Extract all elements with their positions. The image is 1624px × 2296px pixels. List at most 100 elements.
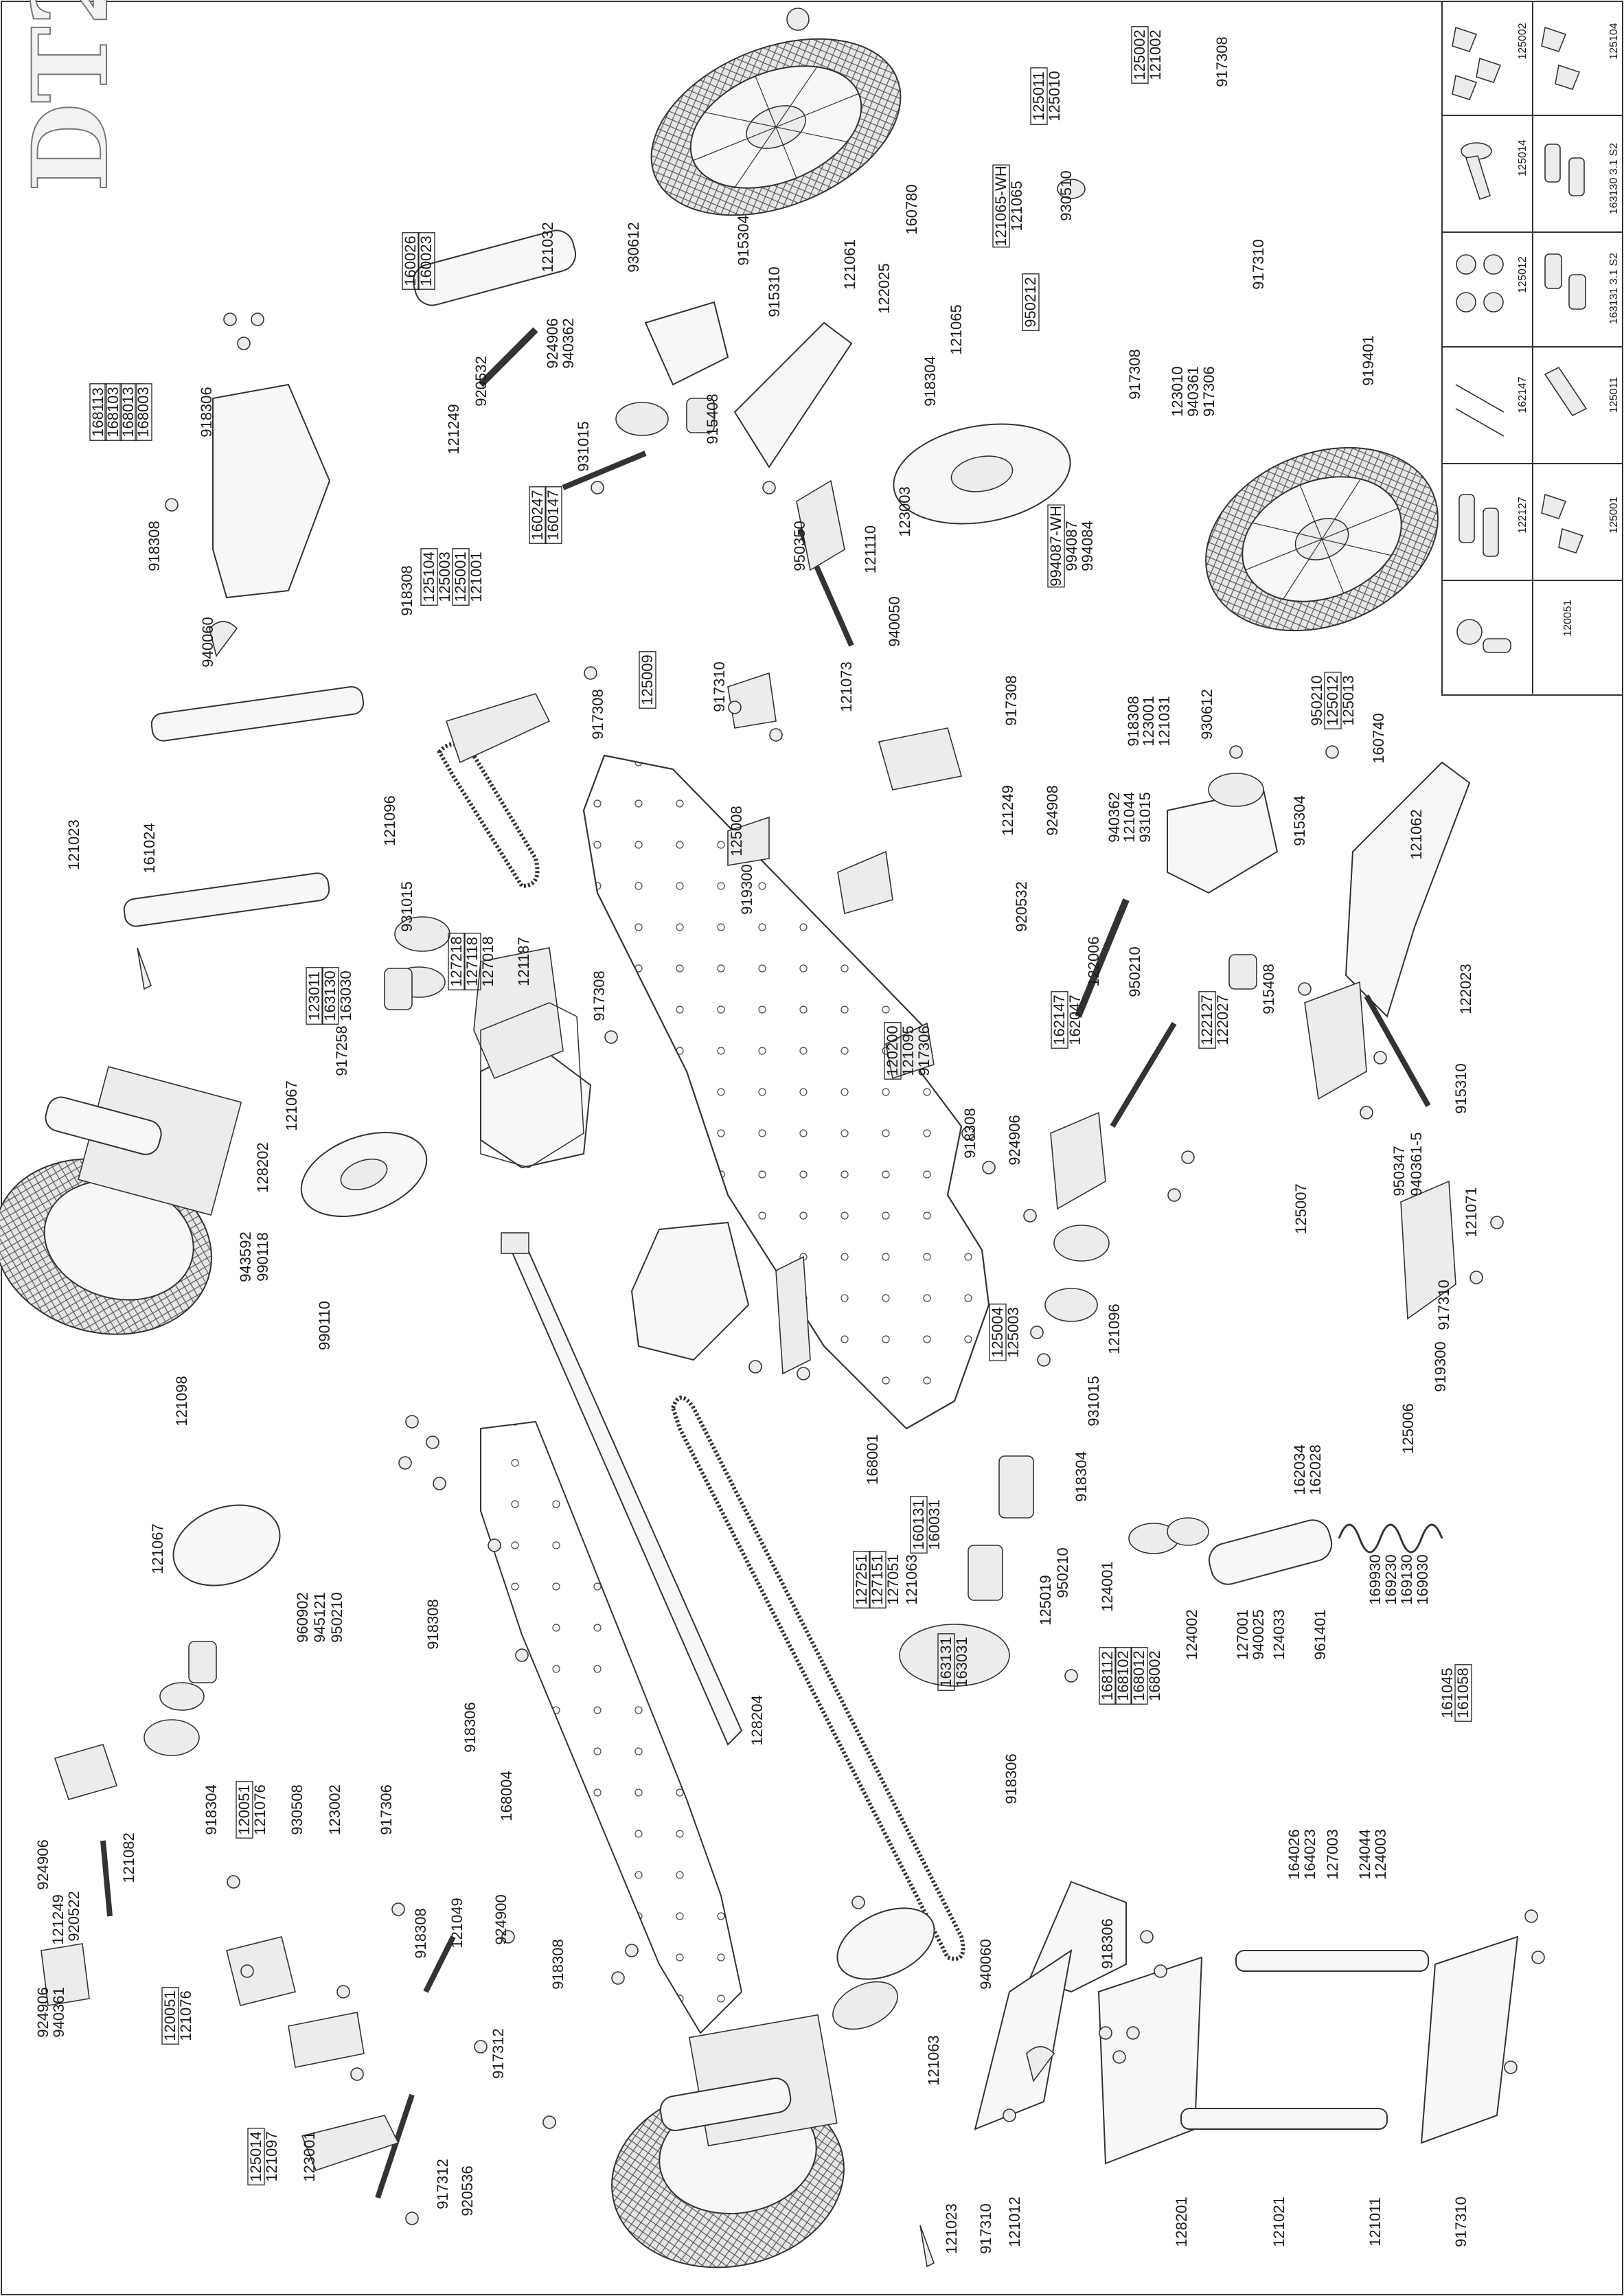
part-number-label: 168004	[498, 1771, 515, 1821]
part-number-label: 125003	[1005, 1307, 1022, 1357]
part-label-box	[402, 232, 420, 290]
part-number-label: 931015	[1136, 792, 1154, 842]
part-label-group: 127151	[869, 1551, 887, 1609]
part-label-box	[869, 1551, 887, 1609]
part-label-group: 169930	[1366, 1554, 1384, 1604]
part-number-label: 915310	[766, 266, 783, 317]
inset-label: 125012	[1517, 256, 1529, 293]
part-label-box	[236, 1781, 253, 1839]
part-label-group: 918306	[461, 1702, 479, 1752]
part-label-group: 122025	[876, 263, 893, 313]
part-label-group: 168113	[89, 383, 107, 441]
part-number-label: 924906	[34, 1839, 52, 1889]
part-label-group: 918306	[1003, 1753, 1020, 1804]
part-number-label: 121097	[263, 2131, 280, 2181]
part-label-group: 924900	[492, 1894, 510, 1944]
part-label-group: 918308	[961, 1108, 979, 1158]
part-label-group: 950350	[791, 521, 808, 571]
part-label-group: 125008	[728, 806, 745, 856]
part-number-label: 125002	[1131, 30, 1148, 80]
part-label-group: 930508	[288, 1784, 306, 1834]
part-number-label: 121023	[65, 819, 82, 869]
part-label-group: 160147	[545, 486, 562, 544]
part-label-group: 169130	[1398, 1554, 1415, 1604]
part-label-group: 125007	[1292, 1183, 1310, 1234]
part-label-group: 920522	[65, 1891, 82, 1941]
part-label-box	[119, 383, 137, 441]
part-number-label: 123001	[1140, 696, 1157, 746]
drive-belt-long	[670, 1396, 965, 1961]
part-label-group: 121249	[999, 785, 1016, 835]
part-number-label: 940361	[1185, 366, 1202, 416]
part-label-box	[545, 486, 562, 544]
part-number-label: 127118	[464, 937, 481, 986]
part-label-group: 169030	[1414, 1554, 1431, 1604]
part-number-label: 950210	[1054, 1547, 1071, 1598]
part-number-label: 917258	[333, 1025, 350, 1076]
part-label-group: 121096	[381, 795, 398, 845]
part-label-group: 128201	[1173, 2196, 1190, 2247]
part-number-label: 121067	[149, 1523, 166, 1573]
part-label-box	[1130, 1647, 1148, 1705]
part-label-box	[1324, 672, 1342, 729]
part-label-group: 125001	[452, 548, 470, 606]
part-label-group: 121065	[948, 304, 965, 354]
part-number-label: 160147	[545, 490, 562, 540]
part-label-group: 917308	[1126, 349, 1143, 399]
inset-label: 125011	[1608, 377, 1620, 413]
part-label-group: 123001	[301, 2131, 318, 2181]
part-number-label: 168113	[89, 387, 106, 437]
part-number-label: 121011	[1366, 2197, 1384, 2247]
part-label-group: 930612	[1198, 689, 1215, 739]
part-number-label: 990110	[316, 1301, 333, 1350]
part-number-label: 123002	[326, 1784, 343, 1834]
part-number-label: 940362	[560, 318, 577, 368]
part-number-label: 121071	[1463, 1187, 1480, 1237]
part-number-label: 164023	[1301, 1829, 1318, 1879]
part-label-group: 161058	[1454, 1664, 1472, 1722]
part-label-group: 120200	[884, 1022, 902, 1080]
part-number-label: 124044	[1356, 1829, 1373, 1879]
part-number-label: 917312	[434, 2159, 451, 2209]
part-label-group: 161045	[1439, 1668, 1456, 1718]
part-number-label: 120200	[884, 1025, 901, 1076]
part-label-group: 917308	[589, 689, 606, 739]
part-number-label: 160026	[402, 236, 419, 286]
part-number-label: 121065	[948, 304, 965, 354]
part-label-box	[1051, 991, 1068, 1049]
part-label-group: 121073	[838, 661, 855, 712]
part-label-box	[639, 651, 656, 709]
part-number-label: 950210	[328, 1592, 345, 1642]
part-label-group: 930612	[625, 222, 642, 272]
part-number-label: 920532	[472, 356, 490, 406]
part-label-group: 168013	[119, 383, 137, 441]
part-number-label: 127218	[448, 936, 465, 986]
part-label-group: 164023	[1301, 1829, 1318, 1879]
part-number-label: 950210	[1126, 946, 1143, 997]
part-label-group: 125012	[1324, 672, 1342, 729]
part-label-group: 940361	[1185, 366, 1202, 416]
diagram-title: DT2	[10, 0, 131, 192]
part-number-label: 960902	[294, 1592, 311, 1642]
part-number-label: 920532	[1013, 881, 1030, 931]
part-number-label: 121063	[903, 1554, 920, 1604]
part-number-label: 128204	[748, 1695, 766, 1745]
part-label-group: 940060	[199, 617, 216, 667]
part-label-group: 915310	[766, 266, 783, 317]
part-label-group: 121067	[283, 1080, 300, 1130]
part-number-label: 121249	[49, 1894, 67, 1944]
part-label-group: 950210	[1308, 675, 1325, 725]
part-label-group: 919300	[738, 864, 755, 914]
part-number-label: 924906	[34, 1987, 52, 2037]
part-number-label: 168103	[104, 387, 122, 437]
part-number-label: 940025	[1250, 1609, 1267, 1659]
part-label-group: 917306	[915, 1025, 933, 1076]
part-number-label: 917306	[915, 1025, 933, 1076]
part-number-label: 915304	[1291, 795, 1308, 845]
part-label-group: 917308	[1213, 36, 1231, 87]
inset-label: 125001	[1608, 497, 1620, 533]
part-label-group: 125002	[1131, 26, 1149, 84]
part-number-label: 924908	[1044, 785, 1061, 835]
part-number-label: 125004	[989, 1307, 1006, 1357]
part-number-label: 123011	[306, 971, 323, 1021]
